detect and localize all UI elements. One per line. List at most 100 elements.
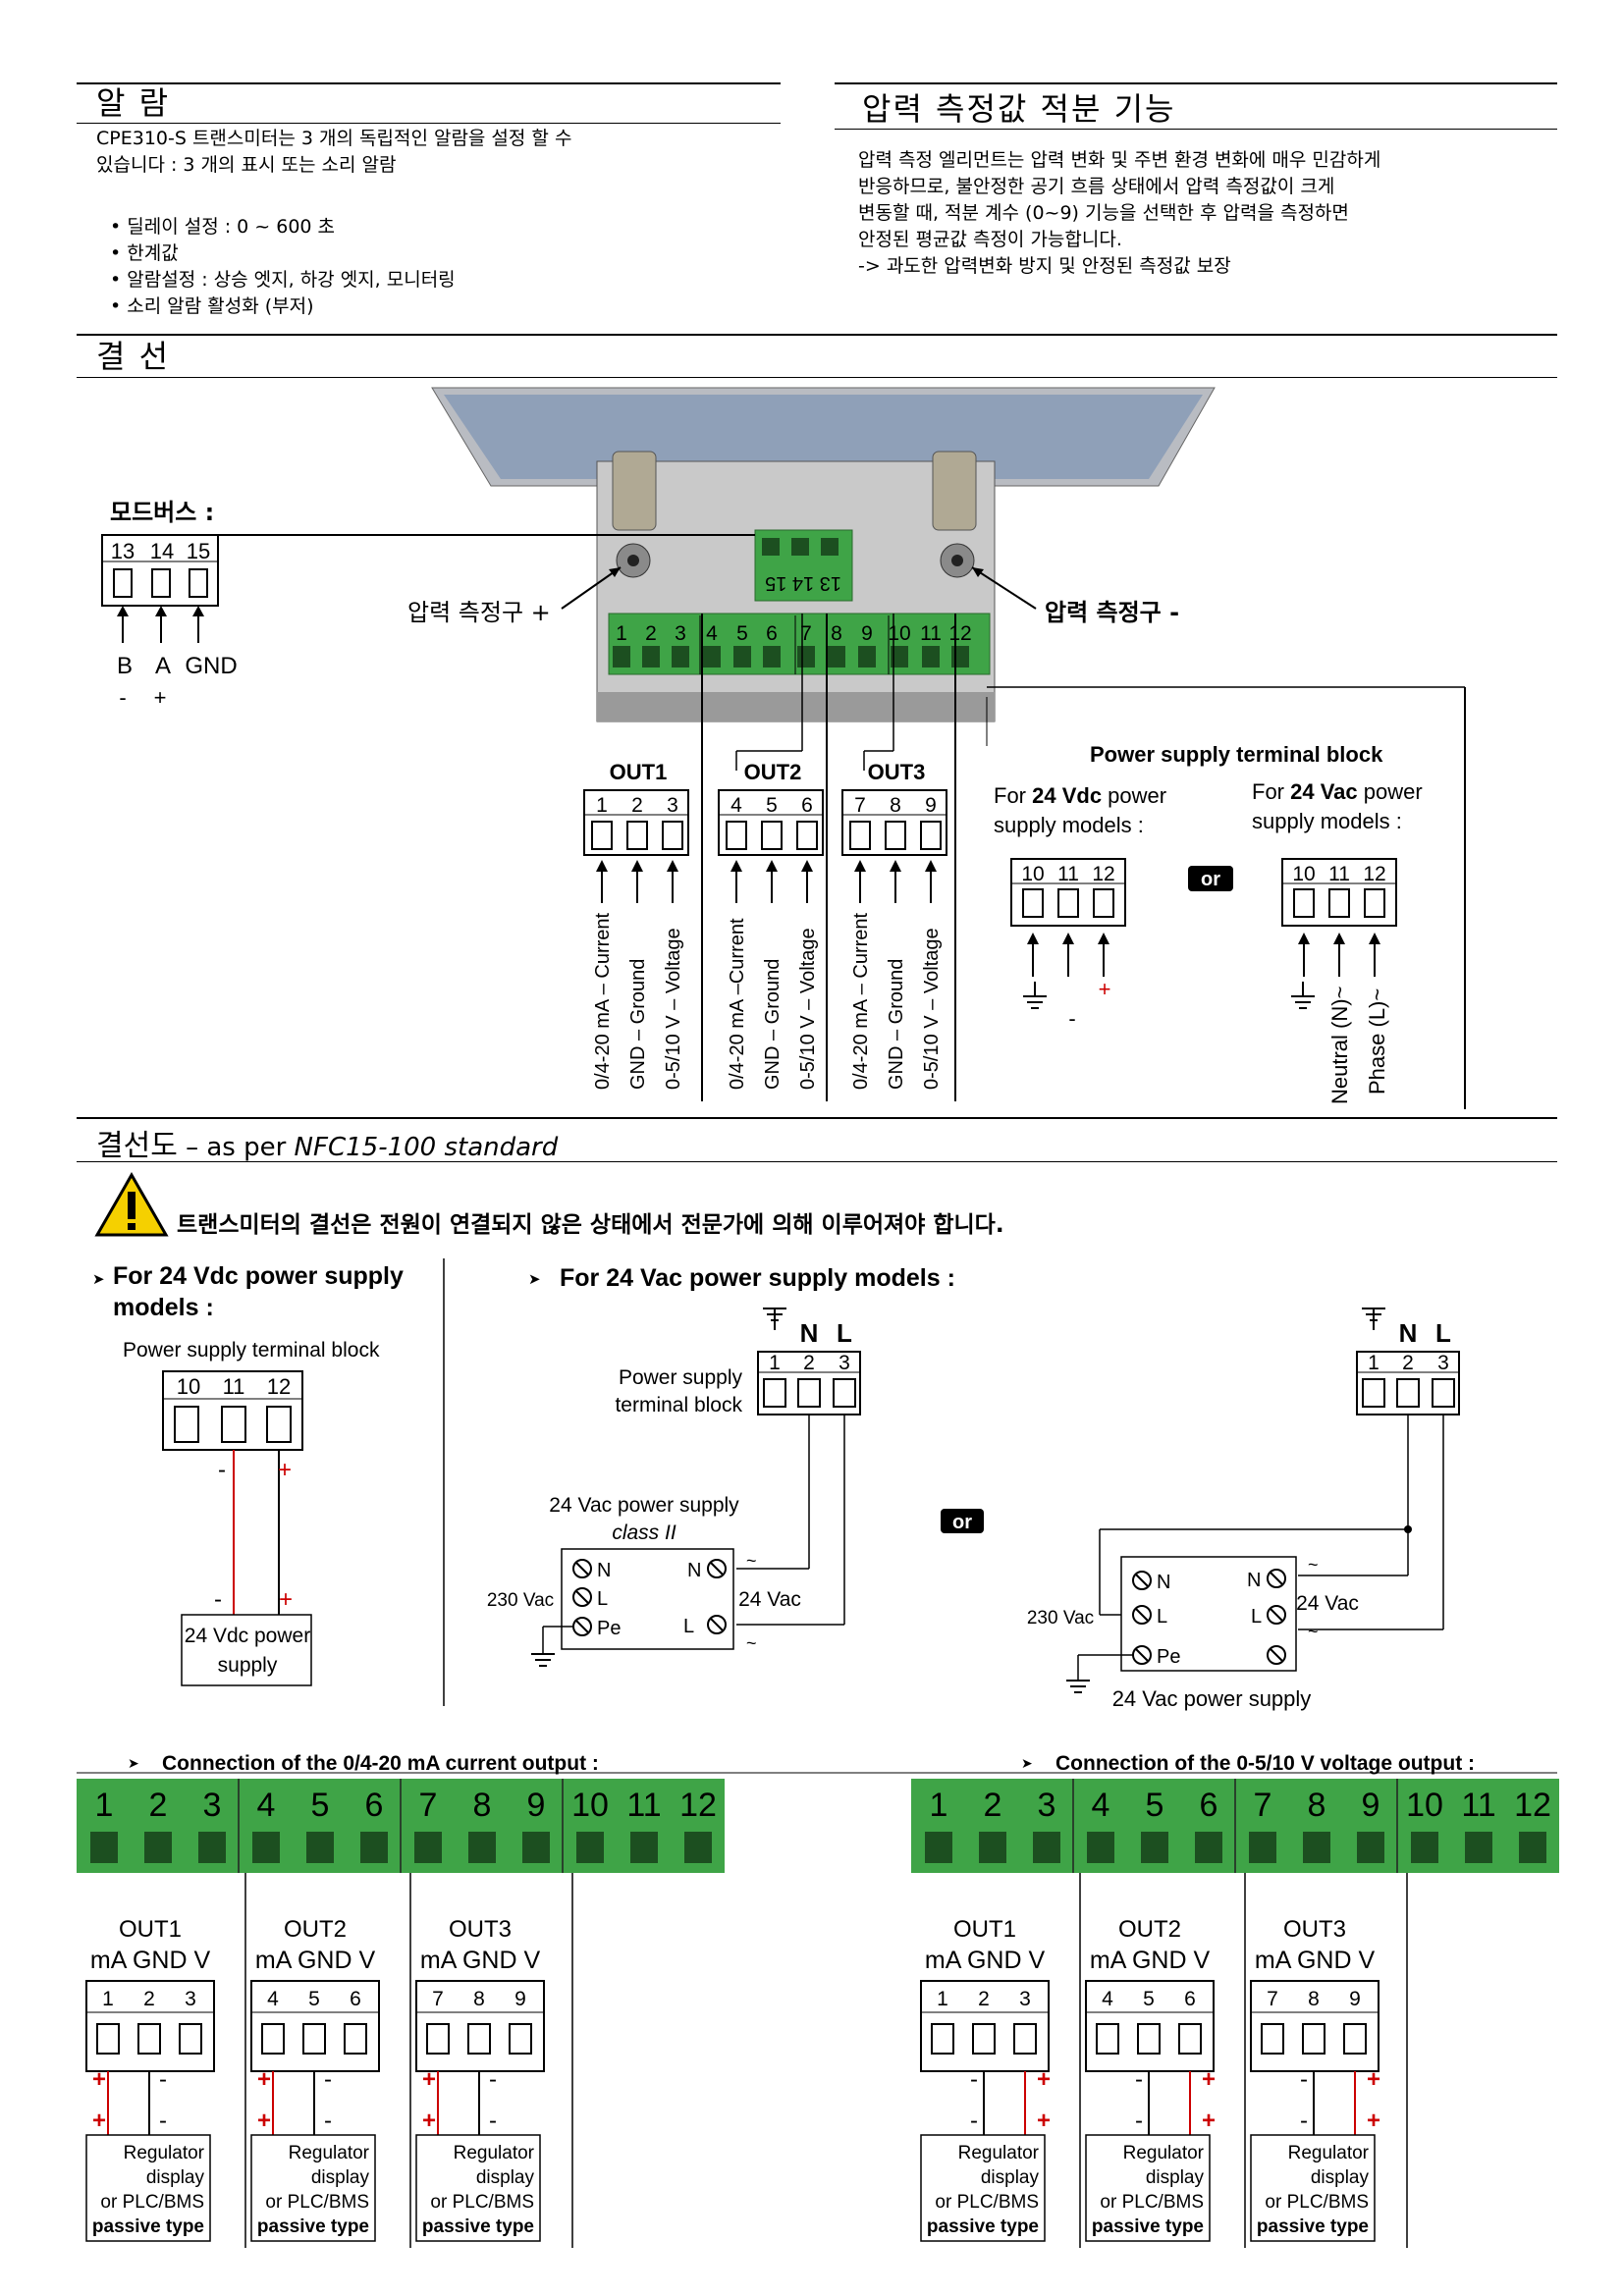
power-terminal-label: 12 [1092, 863, 1114, 885]
output-signal-label: GND – Ground [886, 959, 907, 1090]
wiring-top-rule [77, 334, 1557, 336]
vdc-heading-2: models : [113, 1294, 214, 1321]
output-name: OUT1 [610, 760, 668, 784]
connection-output-term: 4 [1102, 1988, 1113, 2010]
device-terminal-slot [613, 646, 630, 667]
ac-ground-icon [1291, 982, 1315, 1009]
connection-output-term: 9 [1349, 1988, 1361, 2010]
dc-ground-icon [1023, 982, 1047, 1009]
connection-output-block [920, 1980, 1050, 2072]
ac-neutral-label: Neutral (N)~ [1327, 987, 1352, 1104]
regulator-label: display [981, 2167, 1040, 2188]
regulator-label: display [476, 2167, 535, 2188]
connection-terminal-label: 11 [626, 1787, 661, 1824]
connection-terminal-label: 3 [1038, 1787, 1056, 1824]
output-terminal-label: 7 [854, 794, 866, 817]
modbus-term: 13 [111, 539, 135, 563]
power-terminal-label: 12 [1363, 863, 1385, 885]
regulator-box [1085, 2134, 1211, 2242]
device-terminal-slot [828, 646, 845, 667]
integration-title: 압력 측정값 적분 기능 [862, 90, 1176, 128]
output-signal-label: GND – Ground [627, 959, 649, 1090]
power-terminal-label: 10 [1021, 863, 1044, 885]
modbus-signal: A [155, 653, 171, 679]
vac-models-label-2: supply models : [1252, 809, 1402, 833]
power-supply-title: Power supply terminal block [1090, 742, 1383, 767]
modbus-term: 14 [150, 539, 174, 563]
diagram-title-rule [77, 1161, 1557, 1162]
diagram-title-dash: – as per [177, 1133, 295, 1162]
connection-output-name: OUT1 [119, 1916, 182, 1943]
dc-plus: + [1099, 977, 1111, 1001]
connection-output-name: OUT1 [953, 1916, 1016, 1943]
connection-terminal-slot [90, 1832, 118, 1863]
device-terminal-slot [733, 646, 751, 667]
vac-N-out: N [687, 1560, 701, 1581]
connection-plus: + [257, 2066, 271, 2093]
vdc-terminal-block [162, 1370, 303, 1451]
connection-output-term: 4 [267, 1988, 279, 2010]
device-terminal-label: 7 [800, 622, 812, 645]
vac-block-ground-icon [763, 1308, 786, 1330]
connection-terminal-label: 12 [679, 1787, 717, 1824]
connection-terminal-label: 8 [473, 1787, 492, 1824]
modbus-polarity: - [119, 685, 126, 710]
vac-block-label-1: Power supply [619, 1366, 743, 1389]
output-terminal-label: 9 [925, 794, 937, 817]
device-terminal-label: 9 [861, 622, 873, 645]
vac-right-L: L [1435, 1318, 1451, 1348]
connection-plus: + [422, 2108, 436, 2134]
svg-text:➤: ➤ [128, 1755, 139, 1771]
device-terminal-slot [642, 646, 660, 667]
vac-class: class II [612, 1522, 676, 1544]
device-modbus-term: 15 [765, 572, 786, 594]
regulator-label: or PLC/BMS [265, 2192, 369, 2213]
integration-line: -> 과도한 압력변화 방지 및 안정된 측정값 보장 [858, 255, 1231, 277]
vdc-supply-label-1: 24 Vdc power [185, 1625, 310, 1647]
device-terminal-label: 5 [736, 622, 748, 645]
output-signal-label: 0-5/10 V – Voltage [921, 928, 943, 1090]
vac-L: L [837, 1318, 852, 1348]
vac-right-Pe-terminal: Pe [1157, 1646, 1180, 1668]
output-connections: ➤ Connection of the 0/4-20 mA current ou… [77, 1752, 1559, 2248]
connection-output-block [1250, 1980, 1380, 2072]
diagram-top-rule [77, 1117, 1557, 1119]
diagram-title: 결선도 – as per NFC15-100 standard [96, 1121, 558, 1164]
device-terminal-slot [922, 646, 940, 667]
ac-phase-label: Phase (L)~ [1365, 988, 1389, 1095]
connection-minus: - [1300, 2108, 1308, 2134]
connection-output-block [250, 1980, 380, 2072]
vac-N-terminal: N [597, 1560, 611, 1581]
dc-power-block [1010, 858, 1126, 927]
regulator-box [415, 2134, 541, 2242]
connection-minus: - [324, 2066, 332, 2093]
vdc-heading-1: For 24 Vdc power supply [113, 1262, 404, 1290]
connection-output-block [1085, 1980, 1215, 2072]
diagram-title-ko: 결선도 [96, 1129, 178, 1163]
connection-terminal-label: 12 [1514, 1787, 1551, 1824]
output-signal-label: 0-5/10 V – Voltage [797, 928, 819, 1090]
connection-plus: + [92, 2108, 106, 2134]
connection-output-signals: mA GND V [90, 1947, 211, 1974]
output-signal-label: GND – Ground [762, 959, 784, 1090]
output-signal-label: 0-5/10 V – Voltage [663, 928, 684, 1090]
connection-output-name: OUT3 [1283, 1916, 1346, 1943]
alarm-title-rule [77, 123, 781, 124]
vac-24-label: 24 Vac [738, 1588, 801, 1611]
integration-title-rule [835, 129, 1557, 130]
output-name: OUT2 [744, 760, 802, 784]
wiring-title: 결 선 [96, 338, 171, 375]
connection-output-block [415, 1980, 545, 2072]
device-modbus-term: 14 [792, 572, 814, 594]
device-terminal-slot [891, 646, 908, 667]
integration-line: 안정된 평균값 측정이 가능합니다. [858, 229, 1122, 250]
pressure-plus-label: 압력 측정구 + [407, 599, 551, 626]
alarm-bullet: 소리 알람 활성화 (부저) [110, 294, 456, 320]
vdc-minus-top: - [218, 1457, 226, 1483]
connection-terminal-label: 4 [257, 1787, 276, 1824]
vac-screw-icons [572, 1559, 727, 1636]
dc-minus: - [1068, 1006, 1075, 1031]
regulator-label: display [311, 2167, 370, 2188]
connection-terminal-slot [198, 1832, 226, 1863]
